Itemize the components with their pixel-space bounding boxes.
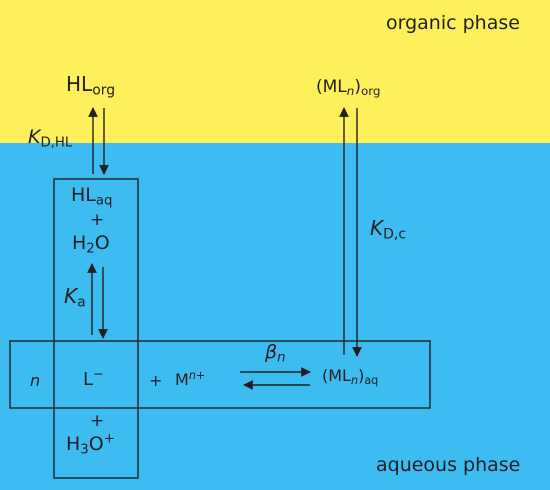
kd-hl-subscript: D,HL: [40, 135, 73, 151]
hydronium-subscript: 3: [80, 442, 89, 458]
aqueous-phase-label: aqueous phase: [376, 454, 521, 476]
water-tail: O: [94, 232, 110, 254]
coefficient-n: n: [30, 371, 41, 390]
vertical-box: [53, 178, 139, 479]
metal-label: Mn+: [175, 369, 205, 389]
ml-aq-n: n: [350, 373, 359, 387]
ml-org-n: n: [346, 83, 355, 98]
kd-c-label: KD,c: [370, 216, 406, 242]
hydronium-label: H3O+: [66, 431, 115, 458]
beta-subscript: n: [277, 350, 286, 366]
hl-org-main: HL: [66, 72, 93, 96]
metal-charge-n: n: [188, 368, 196, 382]
hl-aq-main: HL: [71, 184, 96, 206]
ml-org-label: (MLn)org: [316, 77, 381, 98]
horizontal-box: [9, 340, 431, 409]
organic-phase-label: organic phase: [386, 12, 520, 34]
ligand-main: L: [83, 369, 94, 390]
beta-label: βn: [265, 341, 286, 366]
ml-org-close: ): [354, 77, 361, 97]
hl-aq-label: HLaq: [71, 184, 113, 209]
ml-aq-close: ): [358, 366, 365, 385]
ka-label: Ka: [64, 284, 86, 310]
hl-org-subscript: org: [92, 82, 116, 99]
water-label: H2O: [72, 232, 110, 257]
ka-subscript: a: [77, 294, 86, 311]
metal-main: M: [175, 370, 189, 389]
hl-org-label: HLorg: [66, 72, 115, 98]
hydronium-tail: O: [88, 433, 104, 455]
kd-c-main: K: [370, 216, 384, 240]
beta-main: β: [265, 341, 278, 363]
ml-aq-subscript: aq: [364, 373, 379, 387]
ml-org-open: (ML: [316, 77, 347, 97]
hydronium-main: H: [66, 433, 81, 455]
plus-top: +: [90, 210, 105, 230]
hydronium-charge: +: [103, 431, 115, 447]
kd-c-subscript: D,c: [383, 226, 407, 243]
ka-main: K: [64, 284, 78, 308]
ml-org-subscript: org: [360, 83, 381, 98]
plus-middle: +: [149, 371, 163, 390]
ml-aq-label: (MLn)aq: [322, 366, 379, 387]
metal-charge: n+: [189, 369, 205, 382]
ligand-charge: −: [93, 366, 104, 382]
organic-phase-region: [0, 0, 550, 143]
plus-bottom: +: [90, 411, 105, 431]
ligand-label: L−: [83, 367, 104, 390]
water-subscript: 2: [86, 241, 95, 257]
ml-aq-open: (ML: [322, 366, 351, 385]
hl-aq-subscript: aq: [95, 193, 113, 209]
water-main: H: [72, 232, 87, 254]
metal-charge-plus: +: [195, 368, 206, 382]
kd-hl-main: K: [28, 126, 41, 148]
kd-hl-label: KD,HL: [28, 126, 73, 151]
